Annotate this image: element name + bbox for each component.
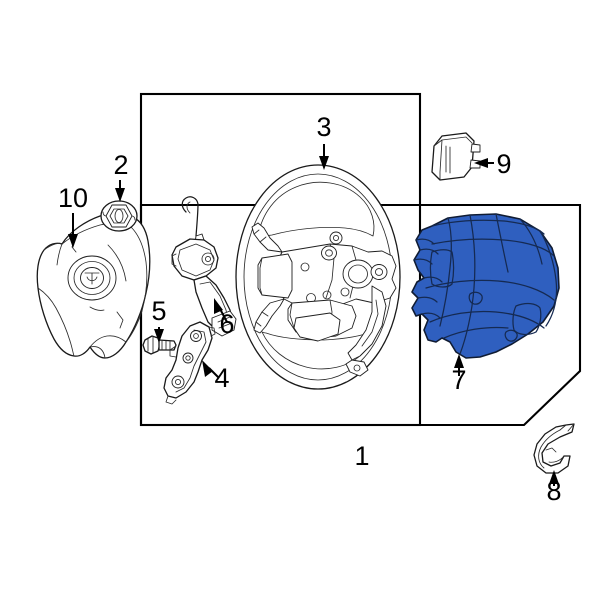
leader-6 [214,298,228,323]
leader-9 [474,158,494,168]
part-retaining-clip [533,423,575,474]
callout-number-1: 1 [354,441,369,471]
leader-2 [115,180,125,202]
leader-3 [319,144,329,170]
part-cruise-control-switch [171,196,237,337]
leader-5 [154,327,164,343]
callout-number-10: 10 [58,183,88,213]
callout-number-5: 5 [151,296,166,326]
part-airbag-module [36,212,151,359]
callout-number-4: 4 [214,363,229,393]
callout-number-6: 6 [219,309,234,339]
callout-number-7: 7 [451,365,466,395]
part-access-cover-cap [431,132,481,181]
part-lower-steering-column-cover [411,213,560,359]
part-switch-bracket [163,321,216,405]
part-retaining-nut [100,200,138,232]
part-mounting-screw [142,335,177,355]
callout-number-3: 3 [316,112,331,142]
callout-number-2: 2 [113,150,128,180]
leader-7 [454,354,464,376]
leader-8 [549,470,559,486]
callout-number-8: 8 [546,476,561,506]
part-steering-wheel [235,164,401,390]
callout-number-9: 9 [496,149,511,179]
leader-10 [68,213,78,248]
leader-4 [202,360,220,379]
